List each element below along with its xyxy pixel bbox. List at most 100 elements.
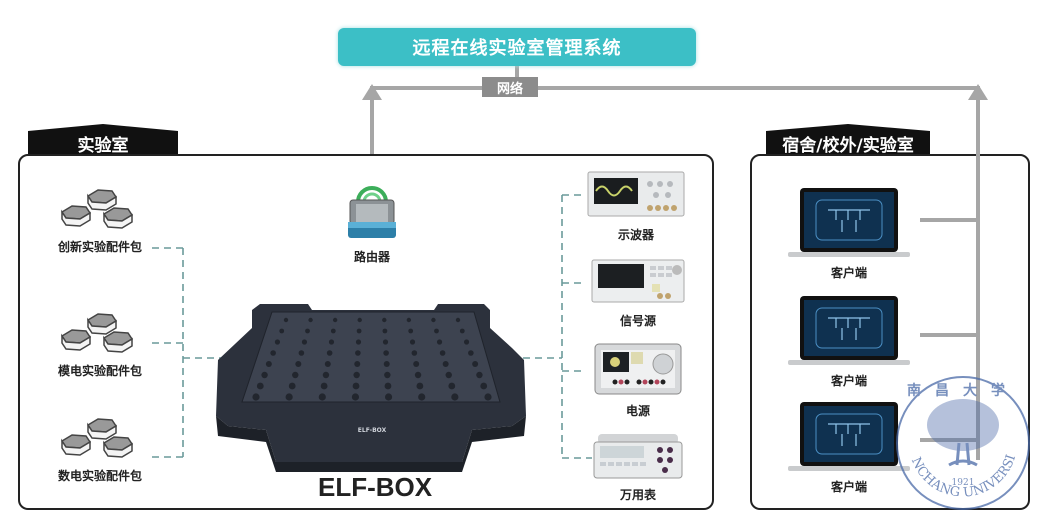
signal-generator-icon <box>591 259 685 303</box>
arrow-up-icon <box>968 84 988 100</box>
instrument-oscilloscope: 示波器 <box>586 170 686 243</box>
peg-hole <box>409 339 416 345</box>
kit-label: 数电实验配件包 <box>57 469 142 483</box>
peg-hole <box>356 328 362 334</box>
peg-hole <box>324 361 331 367</box>
peg-hole <box>439 350 446 356</box>
instrument-signal-generator: 信号源 <box>590 258 686 329</box>
peg-hole <box>354 361 361 367</box>
peg-hole <box>308 317 313 323</box>
peg-hole <box>472 361 479 367</box>
peg-hole <box>353 371 360 379</box>
multimeter-icon <box>593 434 683 479</box>
laptop-icon <box>788 402 910 471</box>
peg-hole <box>455 317 461 323</box>
peg-hole <box>326 350 333 356</box>
instrument-label: 信号源 <box>619 314 656 328</box>
kit-item: 数电实验配件包 <box>50 417 160 484</box>
router-label: 路由器 <box>353 250 390 264</box>
peg-hole <box>351 393 360 401</box>
peg-hole <box>298 350 305 356</box>
peg-hole <box>384 393 393 401</box>
kit-item: 创新实验配件包 <box>50 188 160 255</box>
client-item[interactable]: 客户端 <box>786 294 912 389</box>
peg-hole <box>283 317 289 323</box>
peg-hole <box>463 339 470 345</box>
system-title: 远程在线实验室管理系统 <box>412 38 622 59</box>
svg-text:南昌大学: 南昌大学 <box>907 382 1019 399</box>
peg-hole <box>382 328 388 334</box>
peg-hole <box>292 371 299 379</box>
peg-hole <box>318 393 326 401</box>
peg-hole <box>406 317 412 323</box>
peg-hole <box>279 328 285 334</box>
peg-hole <box>384 382 392 390</box>
peg-hole <box>431 317 436 323</box>
router: 路由器 <box>342 180 402 265</box>
peg-hole <box>414 371 422 379</box>
peg-hole <box>252 393 260 401</box>
peg-hole <box>274 339 281 345</box>
peg-hole <box>305 328 310 334</box>
client-item[interactable]: 客户端 <box>786 400 912 495</box>
hexagon-blocks-icon <box>60 418 134 458</box>
kit-label: 创新实验配件包 <box>57 240 142 254</box>
remote-panel-tab: 宿舍/校外/实验室 <box>766 124 930 156</box>
peg-hole <box>256 382 264 390</box>
peg-hole <box>332 317 338 323</box>
peg-hole <box>285 393 293 401</box>
client-label: 客户端 <box>830 374 867 388</box>
client-label: 客户端 <box>830 480 867 494</box>
university-seal-watermark: NANCHANG UNIVERSITY 1921 南昌大学 <box>887 362 1030 510</box>
peg-hole <box>261 371 268 379</box>
elf-box-device[interactable]: ELF-BOX <box>212 298 530 476</box>
kit-label: 模电实验配件包 <box>57 364 142 378</box>
peg-hole <box>357 317 362 323</box>
peg-hole <box>320 382 328 390</box>
instrument-label: 电源 <box>625 404 650 418</box>
laptop-icon <box>788 296 910 365</box>
peg-hole <box>270 350 276 356</box>
peg-hole <box>484 393 492 401</box>
peg-hole <box>451 393 459 401</box>
peg-hole <box>288 382 296 390</box>
peg-hole <box>301 339 308 345</box>
hexagon-blocks-icon <box>60 189 134 229</box>
router-icon <box>348 186 396 238</box>
peg-hole <box>322 371 330 379</box>
network-label: 网络 <box>482 77 538 97</box>
peg-hole <box>383 361 390 367</box>
hexagon-blocks-icon <box>60 313 134 353</box>
laptop-icon <box>788 188 910 257</box>
peg-hole <box>434 328 439 334</box>
elf-box-engraving: ELF-BOX <box>358 427 387 434</box>
svg-text:1921: 1921 <box>952 478 975 488</box>
instrument-label: 万用表 <box>619 488 656 502</box>
peg-hole <box>480 382 488 390</box>
peg-hole <box>459 328 465 334</box>
lab-panel-tab: 实验室 <box>28 124 178 156</box>
instrument-power-supply: 电源 <box>593 340 683 419</box>
peg-hole <box>413 361 420 367</box>
client-item[interactable]: 客户端 <box>786 186 912 281</box>
peg-hole <box>295 361 302 367</box>
peg-hole <box>355 339 362 345</box>
power-supply-icon <box>594 343 682 395</box>
peg-hole <box>416 382 424 390</box>
system-title-bar[interactable]: 远程在线实验室管理系统 <box>338 28 696 66</box>
kit-item: 模电实验配件包 <box>50 312 160 379</box>
peg-hole <box>382 317 387 323</box>
peg-hole <box>468 350 474 356</box>
peg-hole <box>418 393 426 401</box>
peg-hole <box>383 350 389 356</box>
peg-hole <box>448 382 456 390</box>
instrument-multimeter: 万用表 <box>592 432 684 503</box>
peg-hole <box>476 371 483 379</box>
arrow-up-icon <box>362 84 382 100</box>
peg-hole <box>352 382 360 390</box>
peg-hole <box>328 339 335 345</box>
peg-hole <box>445 371 452 379</box>
oscilloscope-icon <box>587 171 685 217</box>
peg-hole <box>384 371 391 379</box>
